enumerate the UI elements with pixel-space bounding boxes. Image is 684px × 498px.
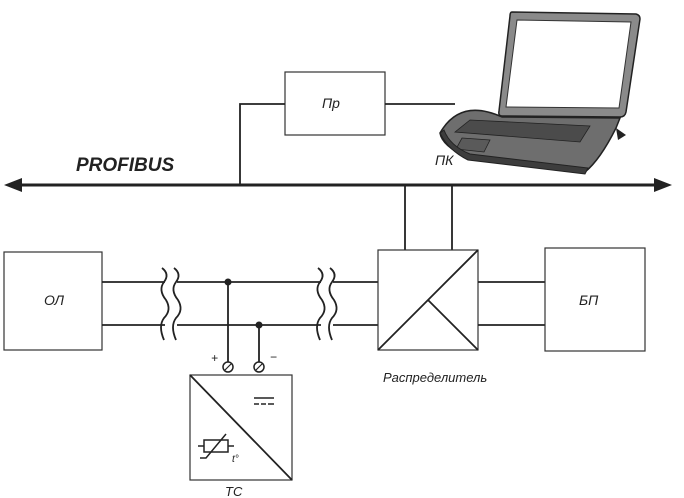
ol-label: ОЛ bbox=[44, 292, 64, 308]
ol-distributor-line bbox=[102, 267, 378, 341]
power-supply-block bbox=[544, 247, 646, 352]
distributor-psu-line bbox=[478, 281, 545, 326]
converter-label: Пр bbox=[322, 95, 340, 111]
power-supply-label: БП bbox=[579, 292, 599, 308]
plus-sign: + bbox=[211, 351, 218, 365]
distributor-block bbox=[377, 249, 479, 351]
minus-sign: − bbox=[270, 350, 277, 364]
sensor-taps bbox=[222, 278, 265, 373]
thermistor-symbol: t° bbox=[232, 454, 239, 465]
pc-label: ПК bbox=[435, 152, 454, 168]
converter-block bbox=[239, 71, 455, 185]
sensor-block bbox=[189, 374, 293, 481]
distributor-label: Распределитель bbox=[383, 370, 487, 385]
distributor-bus-link bbox=[404, 185, 453, 250]
sensor-label: ТС bbox=[225, 484, 243, 498]
profibus-bus bbox=[4, 178, 672, 192]
profibus-label: PROFIBUS bbox=[76, 155, 175, 176]
laptop-icon bbox=[439, 11, 641, 175]
ol-block bbox=[3, 251, 103, 351]
